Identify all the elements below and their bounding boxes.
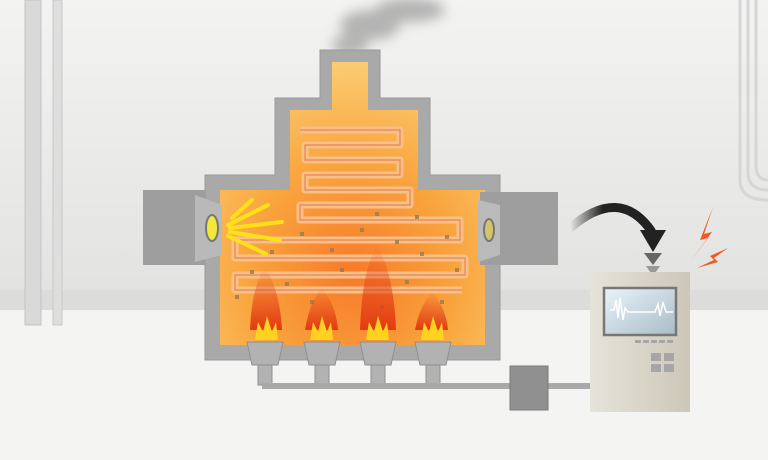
right-viewport — [483, 218, 495, 242]
waveform — [610, 297, 673, 321]
pipe-vertical — [52, 0, 63, 326]
burners — [246, 341, 452, 386]
left-viewport — [205, 214, 219, 242]
smoke-icon — [332, 0, 445, 55]
burner-flames — [250, 245, 448, 340]
arrow-icon — [567, 203, 656, 235]
fuel-pipe — [262, 383, 592, 389]
light-rays-icon — [226, 198, 284, 256]
fuel-valve-box — [509, 365, 549, 411]
left-side-port — [143, 190, 205, 265]
control-panel-icon — [590, 272, 690, 412]
pipe-vertical — [24, 0, 42, 326]
alert-lightning-icon — [690, 207, 728, 268]
wall-pipes-right — [738, 0, 768, 202]
